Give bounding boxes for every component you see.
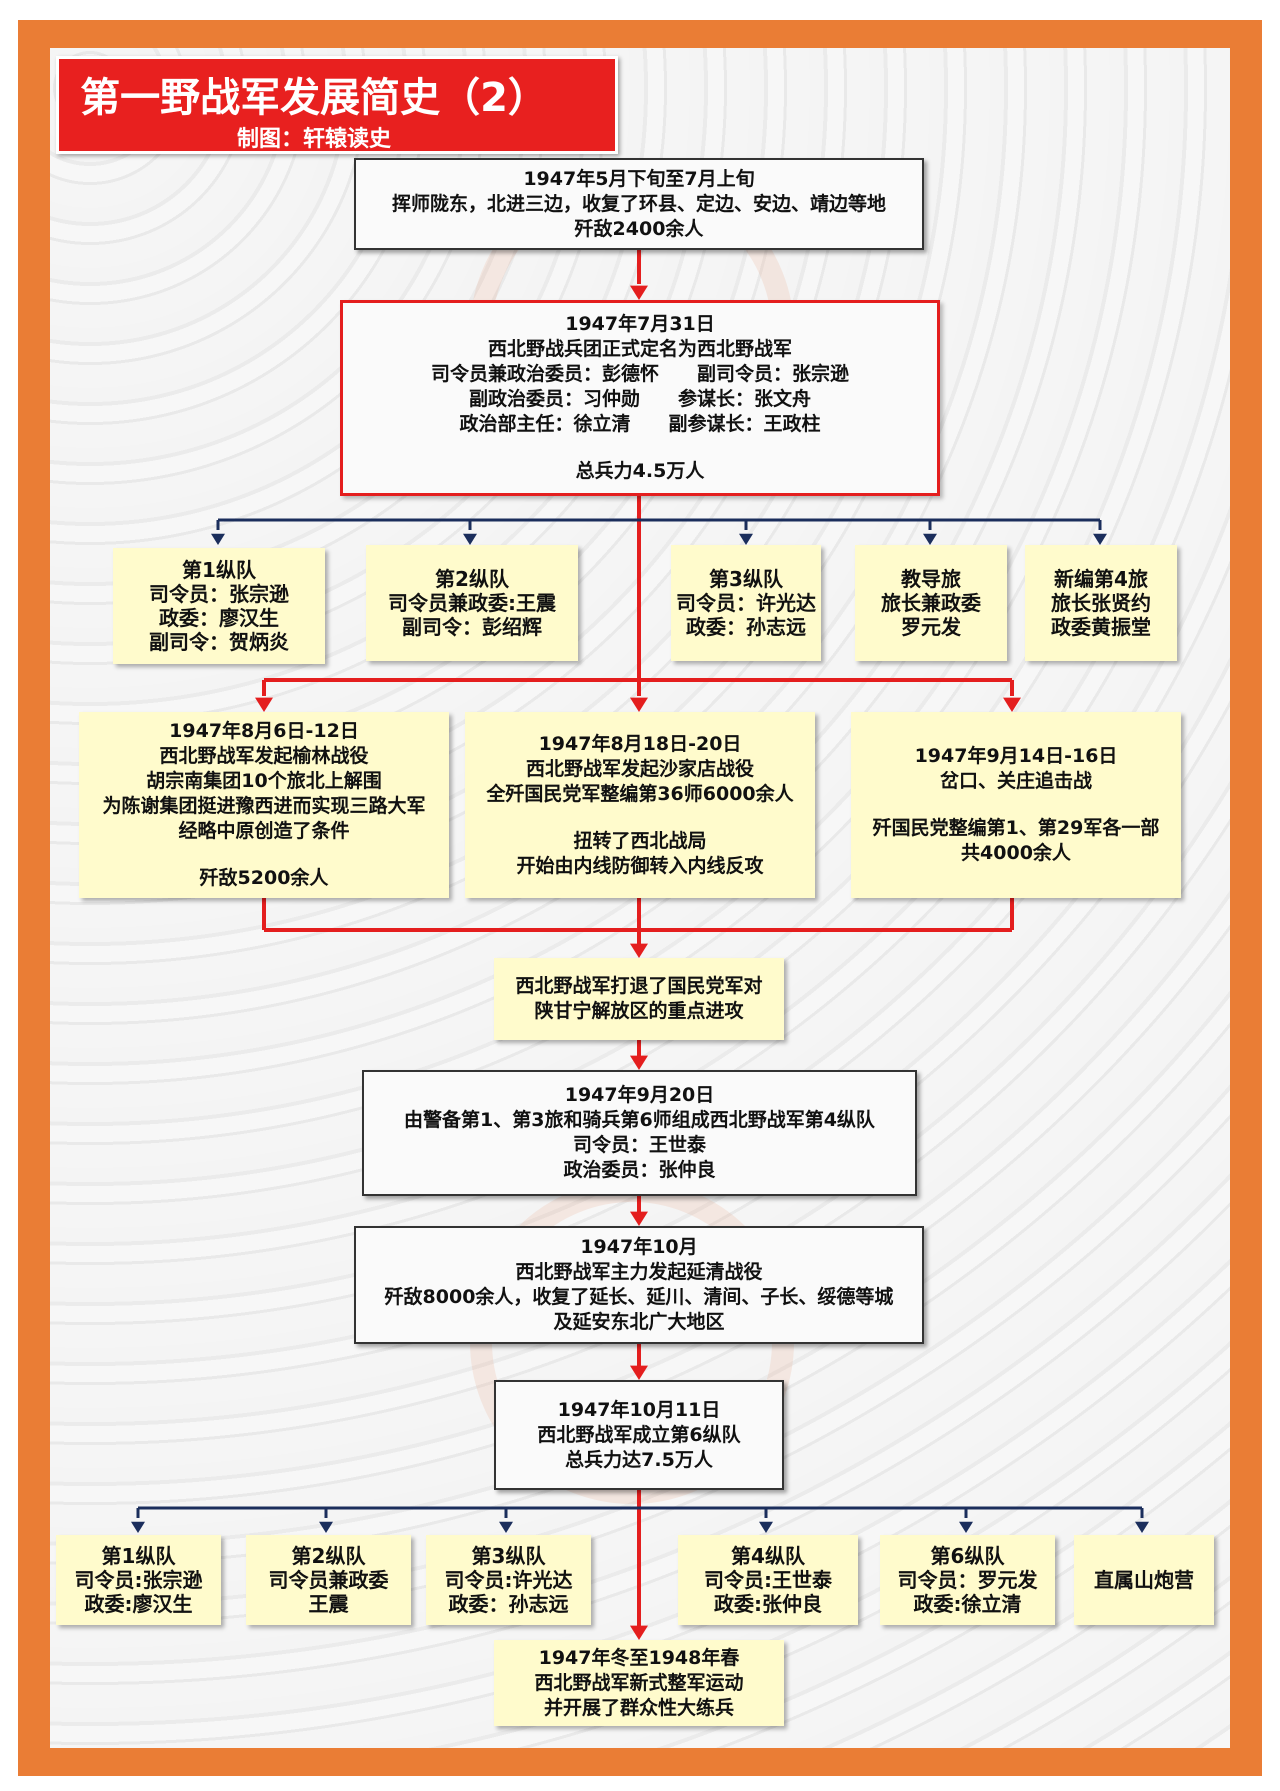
box-text-line: 歼国民党整编第1、第29军各一部 xyxy=(872,817,1160,839)
timeline-box-1: 1947年5月下旬至7月上旬挥师陇东，北进三边，收复了环县、定边、安边、靖边等地… xyxy=(354,158,924,250)
box-text-line: 西北野战军主力发起延清战役 xyxy=(515,1261,763,1283)
box-text-line: 直属山炮营 xyxy=(1094,1568,1194,1592)
box-text-line: 1947年9月14日-16日 xyxy=(914,745,1118,767)
box-text-line: 西北野战军发起沙家店战役 xyxy=(525,757,754,780)
box-text-line: 副司令：贺炳炎 xyxy=(149,630,289,654)
page-title: 第一野战军发展简史（2） xyxy=(80,75,548,121)
box-text-line: 教导旅 xyxy=(901,567,961,591)
box-text-line: 新编第4旅 xyxy=(1054,567,1148,591)
box-text-line: 第1纵队 xyxy=(182,558,256,582)
battle-box-shajiadian: 1947年8月18日-20日西北野战军发起沙家店战役全歼国民党军整编第36师60… xyxy=(465,712,815,898)
unit-box: 教导旅旅长兼政委罗元发 xyxy=(855,545,1007,661)
battle-box-chakou: 1947年9月14日-16日岔口、关庄追击战歼国民党整编第1、第29军各一部共4… xyxy=(851,712,1181,898)
box-text-line: 第6纵队 xyxy=(930,1544,1005,1568)
box-text-line: 政委黄振堂 xyxy=(1051,615,1151,639)
box-text-line: 政委:廖汉生 xyxy=(84,1592,193,1616)
box-text-line: 罗元发 xyxy=(901,615,961,639)
box-text-line: 第3纵队 xyxy=(471,1544,546,1568)
box-text-line: 政委：廖汉生 xyxy=(159,606,279,630)
box-text-line: 第1纵队 xyxy=(101,1544,176,1568)
box-text-line: 政委：孙志远 xyxy=(686,615,806,639)
box-text-line: 1947年9月20日 xyxy=(564,1084,715,1106)
timeline-box-rectification: 1947年冬至1948年春西北野战军新式整军运动并开展了群众性大练兵 xyxy=(494,1640,784,1726)
box-text-line: 旅长张贤约 xyxy=(1051,591,1151,615)
box-text-line: 1947年10月11日 xyxy=(557,1398,721,1421)
box-text-line: 第2纵队 xyxy=(435,567,509,591)
box-text-line: 挥师陇东，北进三边，收复了环县、定边、安边、靖边等地 xyxy=(391,192,886,215)
box-text-line: 共4000余人 xyxy=(961,842,1071,864)
box-text-line: 歼敌2400余人 xyxy=(574,217,704,240)
box-text-line: 司令员：许光达 xyxy=(676,591,816,615)
title-banner: 第一野战军发展简史（2） 制图：轩辕读史 xyxy=(56,56,618,154)
box-text-line: 为陈谢集团挺进豫西进而实现三路大军 xyxy=(102,795,426,817)
box-text-line: 扭转了西北战局 xyxy=(573,829,707,852)
box-text-line: 西北野战军发起榆林战役 xyxy=(159,745,369,767)
unit-box: 第3纵队司令员：许光达政委：孙志远 xyxy=(671,545,821,661)
box-text-line: 陕甘宁解放区的重点进攻 xyxy=(534,1000,744,1022)
unit-box: 第4纵队司令员:王世泰政委:张仲良 xyxy=(678,1535,858,1625)
timeline-box-4th-column: 1947年9月20日由警备第1、第3旅和骑兵第6师组成西北野战军第4纵队司令员：… xyxy=(362,1070,917,1196)
unit-box: 新编第4旅旅长张贤约政委黄振堂 xyxy=(1025,545,1177,661)
box-text-line: 并开展了群众性大练兵 xyxy=(543,1696,734,1719)
timeline-box-yanqing: 1947年10月西北野战军主力发起延清战役歼敌8000余人，收复了延长、延川、清… xyxy=(354,1226,924,1344)
box-text-line: 1947年5月下旬至7月上旬 xyxy=(523,167,755,190)
box-text-line: 司令员：王世泰 xyxy=(572,1134,706,1156)
box-text-line: 歼敌5200余人 xyxy=(199,867,329,889)
box-text-line: 第3纵队 xyxy=(709,567,783,591)
box-text-line: 胡宗南集团10个旅北上解围 xyxy=(146,770,382,792)
box-text-line: 由警备第1、第3旅和骑兵第6师组成西北野战军第4纵队 xyxy=(404,1109,875,1131)
box-text-line: 及延安东北广大地区 xyxy=(553,1311,725,1333)
box-text-line: 司令员：罗元发 xyxy=(897,1568,1038,1592)
unit-box: 第2纵队司令员兼政委王震 xyxy=(246,1535,411,1625)
box-text-line: 开始由内线防御转入内线反攻 xyxy=(516,854,764,877)
box-text-line: 第4纵队 xyxy=(731,1544,805,1568)
box-text-line: 政治部主任：徐立清 副参谋长：王政柱 xyxy=(459,413,821,435)
box-text-line: 西北野战军新式整军运动 xyxy=(534,1671,744,1694)
box-text-line: 总兵力4.5万人 xyxy=(575,460,705,482)
box-text-line: 司令员:张宗逊 xyxy=(74,1568,203,1592)
box-text-line: 1947年8月18日-20日 xyxy=(538,732,742,755)
box-text-line: 副政治委员：习仲勋 参谋长：张文舟 xyxy=(468,388,811,410)
box-text-line: 1947年10月 xyxy=(580,1236,698,1258)
box-text-line: 西北野战军成立第6纵队 xyxy=(537,1423,741,1446)
box-text-line: 副司令：彭绍辉 xyxy=(402,615,542,639)
result-box: 西北野战军打退了国民党军对陕甘宁解放区的重点进攻 xyxy=(494,958,784,1040)
box-text-line: 西北野战兵团正式定名为西北野战军 xyxy=(487,338,792,360)
box-text-line: 1947年冬至1948年春 xyxy=(538,1646,740,1669)
box-text-line: 岔口、关庄追击战 xyxy=(939,770,1092,792)
unit-box: 第3纵队司令员:许光达政委：孙志远 xyxy=(426,1535,591,1625)
box-text-line: 1947年7月31日 xyxy=(565,313,715,335)
box-text-line: 司令员:许光达 xyxy=(444,1568,573,1592)
box-text-line: 王震 xyxy=(308,1592,349,1616)
battle-box-yulin: 1947年8月6日-12日西北野战军发起榆林战役胡宗南集团10个旅北上解围为陈谢… xyxy=(79,712,449,898)
box-text-line: 司令员兼政治委员：彭德怀 副司令员：张宗逊 xyxy=(430,363,849,385)
unit-box: 第6纵队司令员：罗元发政委:徐立清 xyxy=(880,1535,1055,1625)
page-subtitle: 制图：轩辕读史 xyxy=(236,127,391,152)
box-text-line: 歼敌8000余人，收复了延长、延川、清间、子长、绥德等城 xyxy=(384,1286,894,1308)
box-text-line: 1947年8月6日-12日 xyxy=(169,720,359,742)
box-text-line: 第2纵队 xyxy=(291,1544,366,1568)
box-text-line: 西北野战军打退了国民党军对 xyxy=(515,975,763,997)
unit-box: 第2纵队司令员兼政委:王震副司令：彭绍辉 xyxy=(366,545,578,661)
box-text-line: 经略中原创造了条件 xyxy=(178,820,350,842)
box-text-line: 政委：孙志远 xyxy=(448,1592,569,1616)
unit-box: 直属山炮营 xyxy=(1074,1535,1214,1625)
box-text-line: 旅长兼政委 xyxy=(881,591,981,615)
box-text-line: 总兵力达7.5万人 xyxy=(565,1448,713,1471)
unit-box: 第1纵队司令员：张宗逊政委：廖汉生副司令：贺炳炎 xyxy=(113,548,325,664)
timeline-box-6th-column: 1947年10月11日西北野战军成立第6纵队总兵力达7.5万人 xyxy=(494,1380,784,1490)
box-text-line: 政治委员：张仲良 xyxy=(563,1159,716,1181)
unit-box: 第1纵队司令员:张宗逊政委:廖汉生 xyxy=(56,1535,221,1625)
box-text-line: 政委:张仲良 xyxy=(714,1592,822,1616)
box-text-line: 政委:徐立清 xyxy=(913,1592,1022,1616)
box-text-line: 司令员：张宗逊 xyxy=(149,582,289,606)
box-text-line: 司令员兼政委:王震 xyxy=(388,591,556,615)
timeline-box-2: 1947年7月31日西北野战兵团正式定名为西北野战军司令员兼政治委员：彭德怀 副… xyxy=(340,300,940,496)
box-text-line: 全歼国民党军整编第36师6000余人 xyxy=(486,782,794,805)
box-text-line: 司令员兼政委 xyxy=(268,1568,389,1592)
box-text-line: 司令员:王世泰 xyxy=(704,1568,832,1592)
